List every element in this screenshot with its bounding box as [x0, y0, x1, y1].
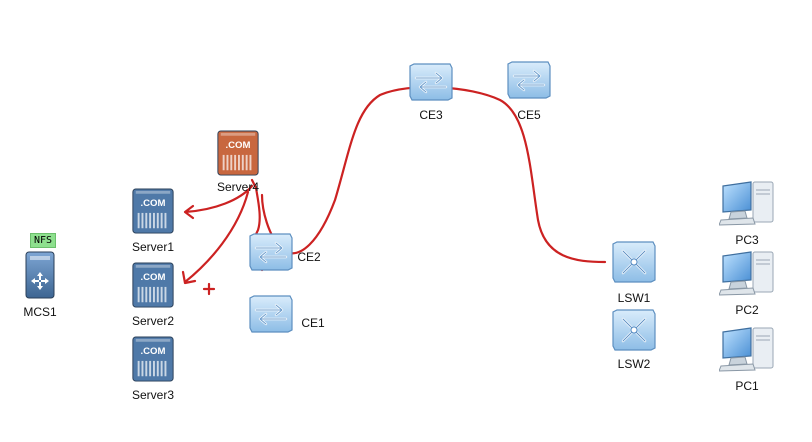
- server1-server-icon[interactable]: [131, 188, 175, 234]
- nfs-tag: NFS: [30, 233, 57, 248]
- pc3-pc-icon[interactable]: [719, 180, 775, 226]
- annotation-arrow-server1: [183, 184, 254, 220]
- pc2-label: PC2: [735, 303, 759, 317]
- lsw1-l3-switch-icon[interactable]: [611, 240, 657, 284]
- annotation-plus: [202, 282, 216, 296]
- pc1-label: PC1: [735, 379, 759, 393]
- ce1-label: CE1: [301, 316, 325, 330]
- lsw1-label: LSW1: [617, 291, 651, 305]
- server2-server-icon[interactable]: [131, 262, 175, 308]
- server4-label: Server4: [216, 180, 260, 194]
- ce3-label: CE3: [419, 108, 443, 122]
- server3-server-icon[interactable]: [131, 336, 175, 382]
- server1-label: Server1: [131, 240, 175, 254]
- ce5-label: CE5: [517, 108, 541, 122]
- ce1-switch-icon[interactable]: [248, 294, 294, 334]
- server4-server-icon[interactable]: [216, 130, 260, 176]
- ce5-switch-icon[interactable]: [506, 60, 552, 100]
- server3-label: Server3: [131, 388, 175, 402]
- pc3-label: PC3: [735, 233, 759, 247]
- pc2-pc-icon[interactable]: [719, 250, 775, 296]
- mcs-icon[interactable]: [25, 251, 55, 299]
- lsw2-l3-switch-icon[interactable]: [611, 308, 657, 352]
- annotation-arrow-server2: [181, 190, 250, 285]
- pc1-pc-icon[interactable]: [719, 326, 775, 372]
- mcs1-label: MCS1: [23, 305, 57, 319]
- server2-label: Server2: [131, 314, 175, 328]
- ce2-switch-icon[interactable]: [248, 232, 294, 272]
- ce3-switch-icon[interactable]: [408, 62, 454, 102]
- lsw2-label: LSW2: [617, 357, 651, 371]
- ce2-label: CE2: [297, 250, 321, 264]
